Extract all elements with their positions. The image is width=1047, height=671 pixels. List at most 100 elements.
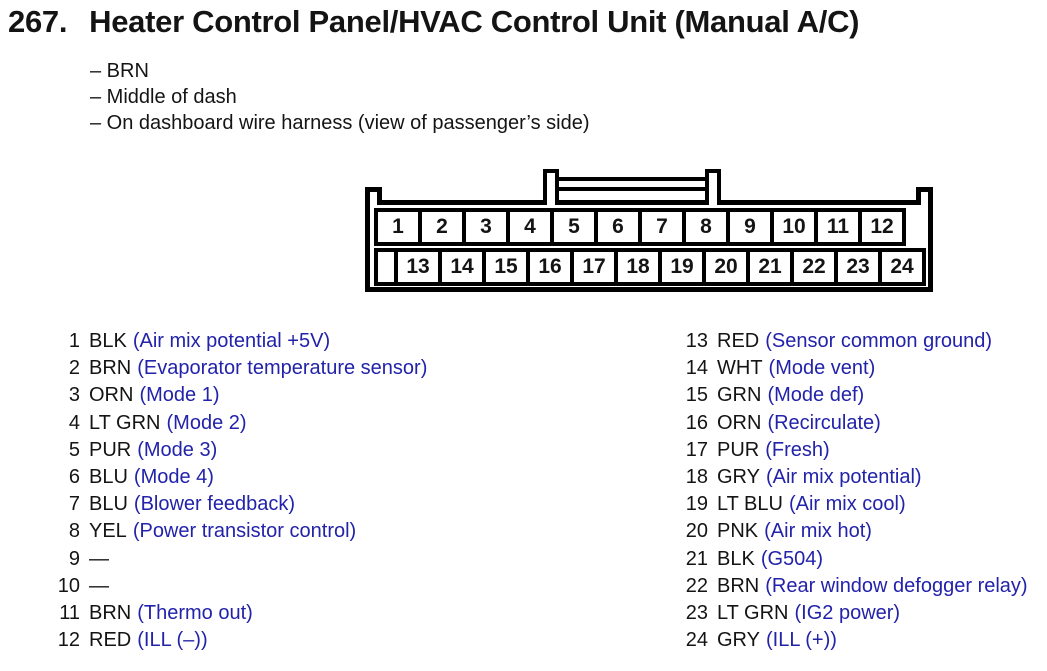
pin-description: (Mode 4) bbox=[133, 465, 214, 488]
connector-pin-cell: 5 bbox=[550, 208, 598, 246]
pin-number: 5 bbox=[68, 438, 80, 461]
section-title: Heater Control Panel/HVAC Control Unit (… bbox=[89, 4, 860, 39]
pin-description: (Mode def) bbox=[767, 384, 865, 407]
wire-color: PUR bbox=[717, 438, 760, 461]
pin-row: 24 GRY(ILL (+)) bbox=[664, 627, 1028, 654]
pin-number: 13 bbox=[685, 330, 708, 352]
connector-key-left bbox=[365, 187, 382, 205]
pin-number: 17 bbox=[685, 438, 708, 461]
pin-description: (Air mix cool) bbox=[788, 493, 906, 516]
connector-pin-cell: 22 bbox=[790, 248, 838, 286]
connector-pin-cell: 4 bbox=[506, 208, 554, 246]
pin-description: (Recirculate) bbox=[767, 411, 881, 434]
pin-description: (Blower feedback) bbox=[133, 493, 296, 516]
connector-pin-cell: 19 bbox=[658, 248, 706, 286]
wire-color: LT GRN bbox=[717, 601, 789, 624]
connector-pin-cell: 13 bbox=[394, 248, 442, 286]
section-number: 267. bbox=[8, 4, 68, 39]
pin-number: 12 bbox=[57, 629, 80, 652]
pin-description: (Mode 1) bbox=[139, 384, 220, 407]
wire-color: PNK bbox=[717, 520, 759, 543]
note-line: – On dashboard wire harness (view of pas… bbox=[90, 112, 590, 134]
connector-pin-cell: 9 bbox=[726, 208, 774, 246]
wire-color: BRN bbox=[717, 574, 760, 597]
pin-description: (Thermo out) bbox=[137, 601, 253, 624]
wire-color: ORN bbox=[717, 411, 762, 434]
wire-color: GRN bbox=[717, 384, 762, 407]
connector-top-row: 1 2 3 4 5 6 7 8 9 10 11 12 bbox=[374, 208, 928, 246]
connector-pin-cell: 2 bbox=[418, 208, 466, 246]
pin-number: 4 bbox=[68, 411, 80, 434]
wire-color: BRN bbox=[89, 601, 132, 624]
pin-row: 16 ORN(Recirculate) bbox=[664, 410, 1028, 437]
pin-row: 23 LT GRN(IG2 power) bbox=[664, 600, 1028, 627]
pin-description: (ILL (+)) bbox=[765, 629, 837, 652]
pin-number: 24 bbox=[685, 629, 708, 652]
pin-description: (Power transistor control) bbox=[132, 520, 357, 543]
wire-color: YEL bbox=[89, 520, 127, 543]
pin-number: 6 bbox=[68, 465, 80, 488]
pin-description: (Evaporator temperature sensor) bbox=[137, 357, 428, 380]
wire-color: GRY bbox=[717, 629, 760, 652]
connector-pin-cell: 11 bbox=[814, 208, 862, 246]
wire-color: LT BLU bbox=[717, 493, 783, 516]
pin-number: 16 bbox=[685, 411, 708, 434]
pin-row: 19 LT BLU(Air mix cool) bbox=[664, 491, 1028, 518]
connector-lock-bar bbox=[555, 177, 709, 191]
pin-description: (IG2 power) bbox=[794, 601, 901, 624]
pin-row: 8 YEL(Power transistor control) bbox=[46, 518, 427, 545]
connector-pin-cell: 1 bbox=[374, 208, 422, 246]
wire-color: PUR bbox=[89, 438, 132, 461]
pin-number: 21 bbox=[685, 547, 708, 570]
wire-color: BLK bbox=[717, 547, 755, 570]
wire-color: — bbox=[89, 574, 109, 597]
connector-pin-cell: 8 bbox=[682, 208, 730, 246]
pin-description: (Air mix potential +5V) bbox=[132, 330, 331, 352]
pin-description: (Sensor common ground) bbox=[765, 330, 993, 352]
pin-row: 10 — bbox=[46, 573, 427, 600]
wire-color: — bbox=[89, 547, 109, 570]
pin-number: 23 bbox=[685, 601, 708, 624]
pin-number: 2 bbox=[68, 357, 80, 380]
connector-lock-post-right bbox=[705, 169, 721, 205]
wire-color: BLU bbox=[89, 493, 128, 516]
pin-description: (Rear window defogger relay) bbox=[765, 574, 1028, 597]
connector-key-right bbox=[916, 187, 933, 205]
pin-number: 3 bbox=[68, 384, 80, 407]
pin-number: 10 bbox=[57, 574, 80, 597]
pin-description: (Mode 2) bbox=[166, 411, 247, 434]
location-notes: – BRN – Middle of dash – On dashboard wi… bbox=[90, 58, 590, 136]
connector-pin-cell: 20 bbox=[702, 248, 750, 286]
pin-number: 18 bbox=[685, 465, 708, 488]
pin-row: 9— bbox=[46, 546, 427, 573]
pin-number: 7 bbox=[68, 493, 80, 516]
note-line: – Middle of dash bbox=[90, 86, 237, 108]
pin-number: 8 bbox=[68, 520, 80, 543]
connector-pin-cell: 24 bbox=[878, 248, 926, 286]
connector-pin-cell: 7 bbox=[638, 208, 686, 246]
wire-color: WHT bbox=[717, 357, 763, 380]
pin-description: (ILL (–)) bbox=[137, 629, 208, 652]
connector-pin-cell: 18 bbox=[614, 248, 662, 286]
pin-row: 18 GRY(Air mix potential) bbox=[664, 464, 1028, 491]
pin-number: 20 bbox=[685, 520, 708, 543]
pin-number: 19 bbox=[685, 493, 708, 516]
wire-color: BLK bbox=[89, 330, 127, 352]
pin-description: (Air mix potential) bbox=[765, 465, 922, 488]
pin-number: 14 bbox=[685, 357, 708, 380]
wire-color: GRY bbox=[717, 465, 760, 488]
